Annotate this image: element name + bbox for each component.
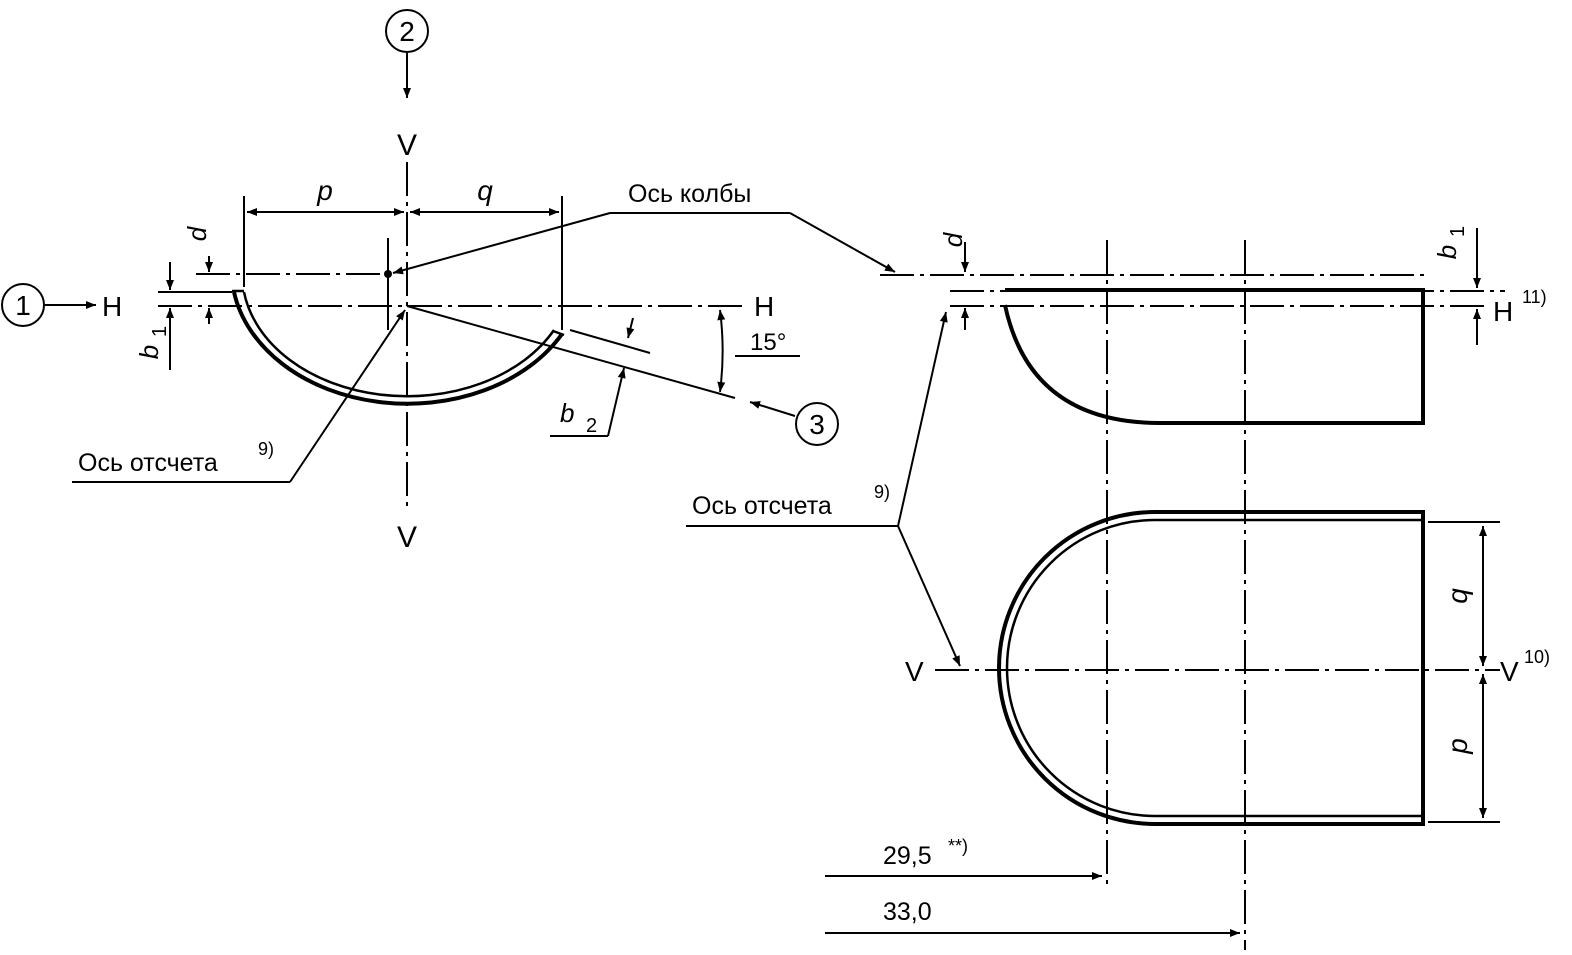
h-label-right: H bbox=[1493, 296, 1513, 327]
v-label-right: V bbox=[1500, 656, 1519, 687]
shield-side-profile bbox=[1003, 288, 1425, 425]
ref-axis-label-left: Ось отсчета bbox=[78, 449, 218, 477]
callout-2: 2 bbox=[385, 9, 429, 98]
d-label-right: d bbox=[938, 231, 968, 247]
dim-29-5-label: 29,5 bbox=[883, 842, 932, 870]
b2-label-sub: 2 bbox=[586, 415, 597, 437]
h-label-middle: H bbox=[754, 291, 774, 322]
q-label-left: q bbox=[477, 175, 493, 206]
inclined-line bbox=[406, 305, 736, 399]
b1-label-right: b 1 bbox=[1432, 226, 1469, 259]
callout-3: 3 bbox=[749, 401, 839, 446]
angle-label: 15° bbox=[750, 329, 786, 356]
q-label-right: q bbox=[1442, 588, 1473, 604]
p-label-left: p bbox=[316, 175, 333, 206]
note-9-left: 9) bbox=[258, 439, 274, 459]
callout-1-label: 1 bbox=[15, 290, 31, 321]
note-11: 11) bbox=[1522, 287, 1547, 307]
shield-top-outer bbox=[997, 510, 1425, 826]
right-top-view: V V 10) q p Ось отсчета 9) 29,5 **) 33,0 bbox=[686, 311, 1550, 937]
v-label-right-left: V bbox=[905, 656, 924, 687]
b1-label-right-sub: 1 bbox=[1447, 226, 1469, 237]
callout-1: 1 bbox=[1, 283, 96, 327]
note-9-right: 9) bbox=[874, 482, 890, 502]
d-label-left: d bbox=[182, 225, 212, 241]
p-label-right: p bbox=[1442, 738, 1473, 755]
b1-label-left-sub: 1 bbox=[149, 326, 171, 337]
b1-label-right-b: b bbox=[1432, 245, 1462, 259]
note-10: 10) bbox=[1524, 647, 1550, 667]
right-side-view: d b 1 H 11) bbox=[880, 226, 1547, 950]
ref-axis-label-right: Ось отсчета bbox=[692, 492, 832, 520]
callout-2-label: 2 bbox=[399, 16, 415, 47]
v-label-top: V bbox=[397, 129, 417, 162]
b1-label-left: b 1 bbox=[134, 326, 171, 359]
b2-label-b: b bbox=[560, 398, 574, 428]
shield-top-inner bbox=[1005, 518, 1423, 818]
left-view: 2 V V 1 H H p bbox=[1, 9, 839, 554]
bulb-axis-label: Ось колбы bbox=[628, 180, 751, 208]
note-star: **) bbox=[948, 836, 968, 856]
b1-label-left-b: b bbox=[134, 345, 164, 359]
dim-33-label: 33,0 bbox=[883, 898, 932, 926]
h-label-left: H bbox=[102, 291, 122, 322]
v-label-bottom: V bbox=[397, 521, 417, 554]
shield-inner-arc bbox=[242, 291, 556, 398]
callout-3-label: 3 bbox=[809, 409, 825, 440]
bulb-axis-callout: Ось колбы bbox=[392, 180, 896, 275]
shield-outer-arc bbox=[232, 291, 564, 406]
